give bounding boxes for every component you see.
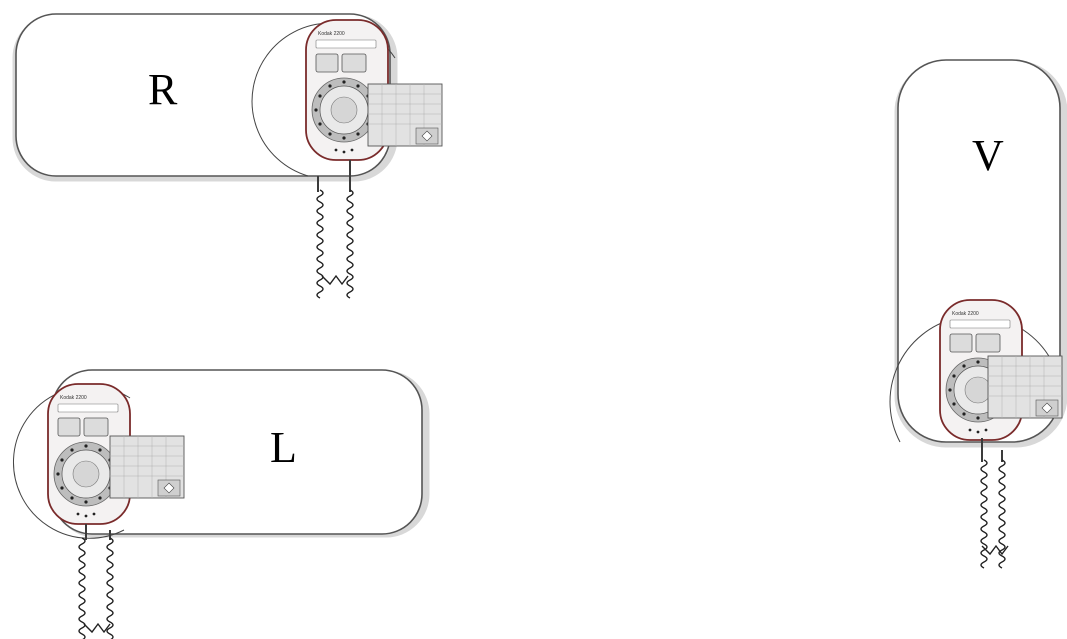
cable-vertical <box>981 438 1008 568</box>
label-left: L <box>270 423 297 472</box>
label-right: R <box>148 65 178 114</box>
panel-vertical: V <box>890 60 1064 568</box>
cable-left <box>79 524 113 639</box>
film-tab-left <box>110 436 184 498</box>
film-tab-vertical <box>988 356 1062 418</box>
panel-right: R <box>16 14 442 298</box>
label-vertical: V <box>972 131 1004 180</box>
film-tab-right <box>368 84 442 146</box>
panel-left: L <box>13 370 426 639</box>
